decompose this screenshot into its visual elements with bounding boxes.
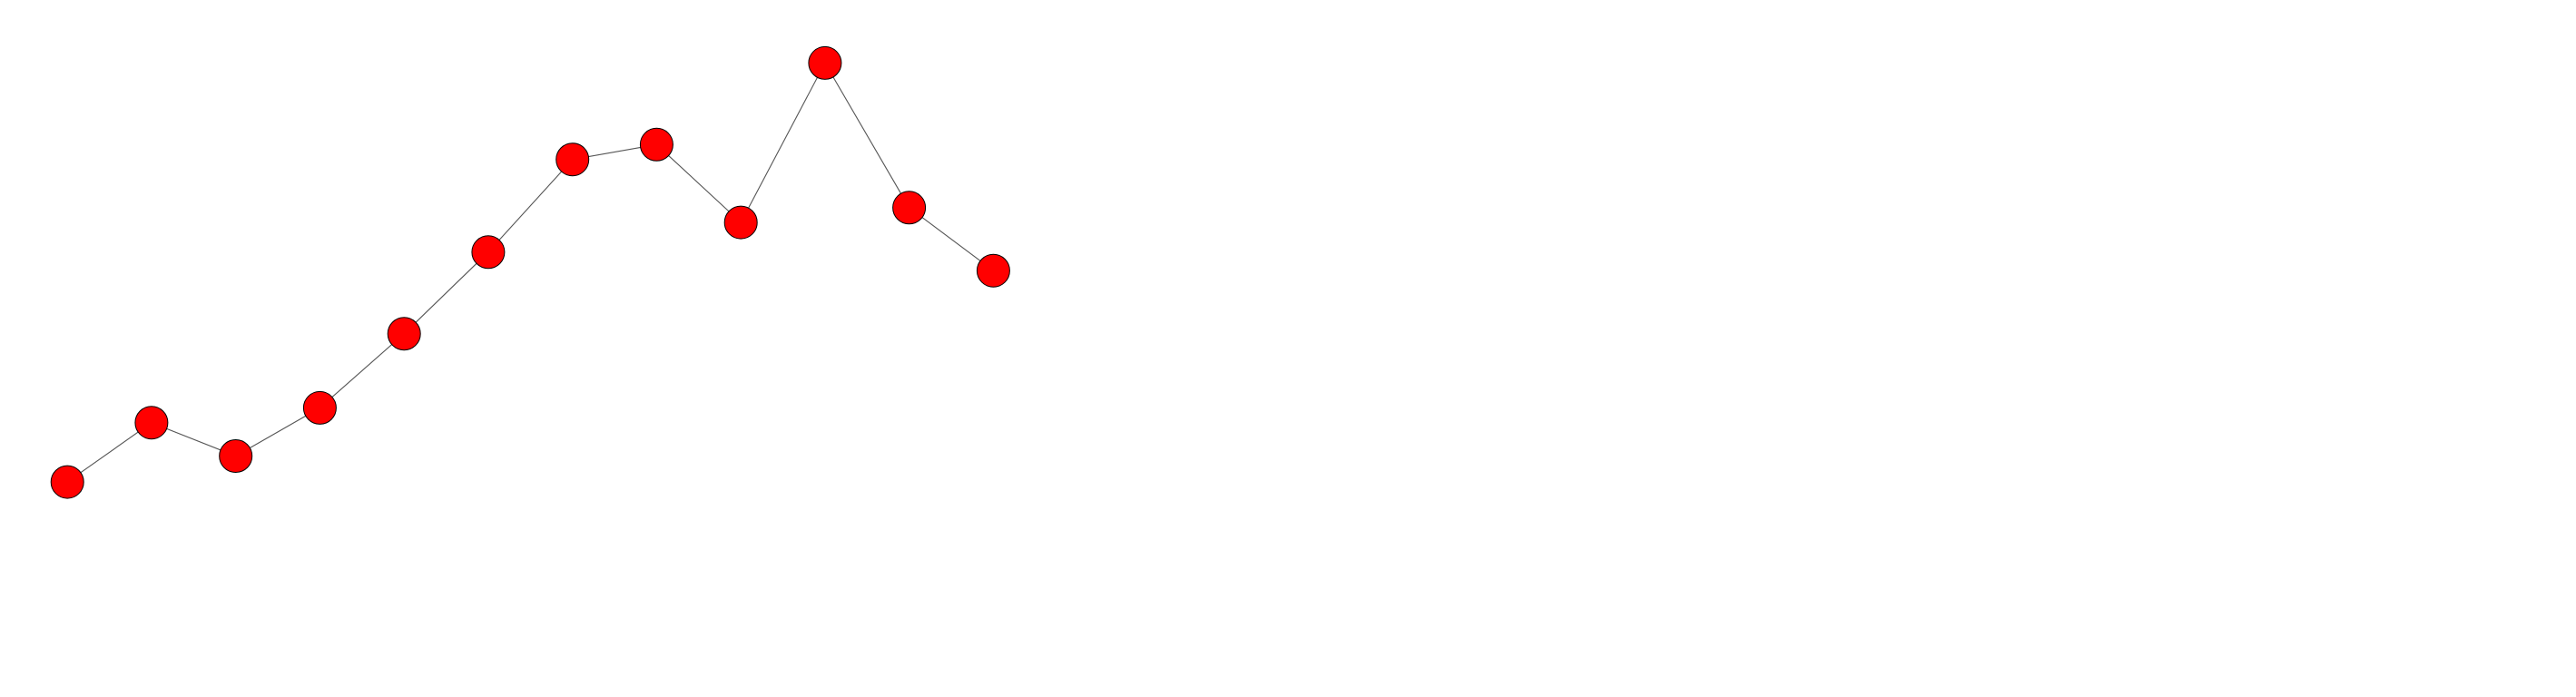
data-point [302, 390, 337, 425]
data-point [892, 191, 927, 225]
series-line-segment [320, 333, 405, 408]
data-point [639, 127, 673, 162]
series-points [50, 45, 1010, 499]
series-line-segment [66, 422, 152, 483]
data-point [808, 45, 842, 80]
series-lines [66, 63, 994, 483]
data-point [387, 317, 421, 351]
data-point [50, 465, 84, 499]
series-line-segment [656, 143, 742, 223]
data-point [976, 253, 1010, 288]
data-point [723, 205, 758, 240]
data-point [134, 406, 169, 440]
series-line-segment [824, 63, 910, 209]
series-line-segment [487, 159, 574, 253]
series-line-segment [740, 63, 826, 223]
data-point [556, 142, 590, 177]
data-point [219, 439, 253, 473]
series-line-segment [909, 207, 994, 271]
data-point [471, 235, 506, 270]
series-line-segment [403, 251, 489, 335]
